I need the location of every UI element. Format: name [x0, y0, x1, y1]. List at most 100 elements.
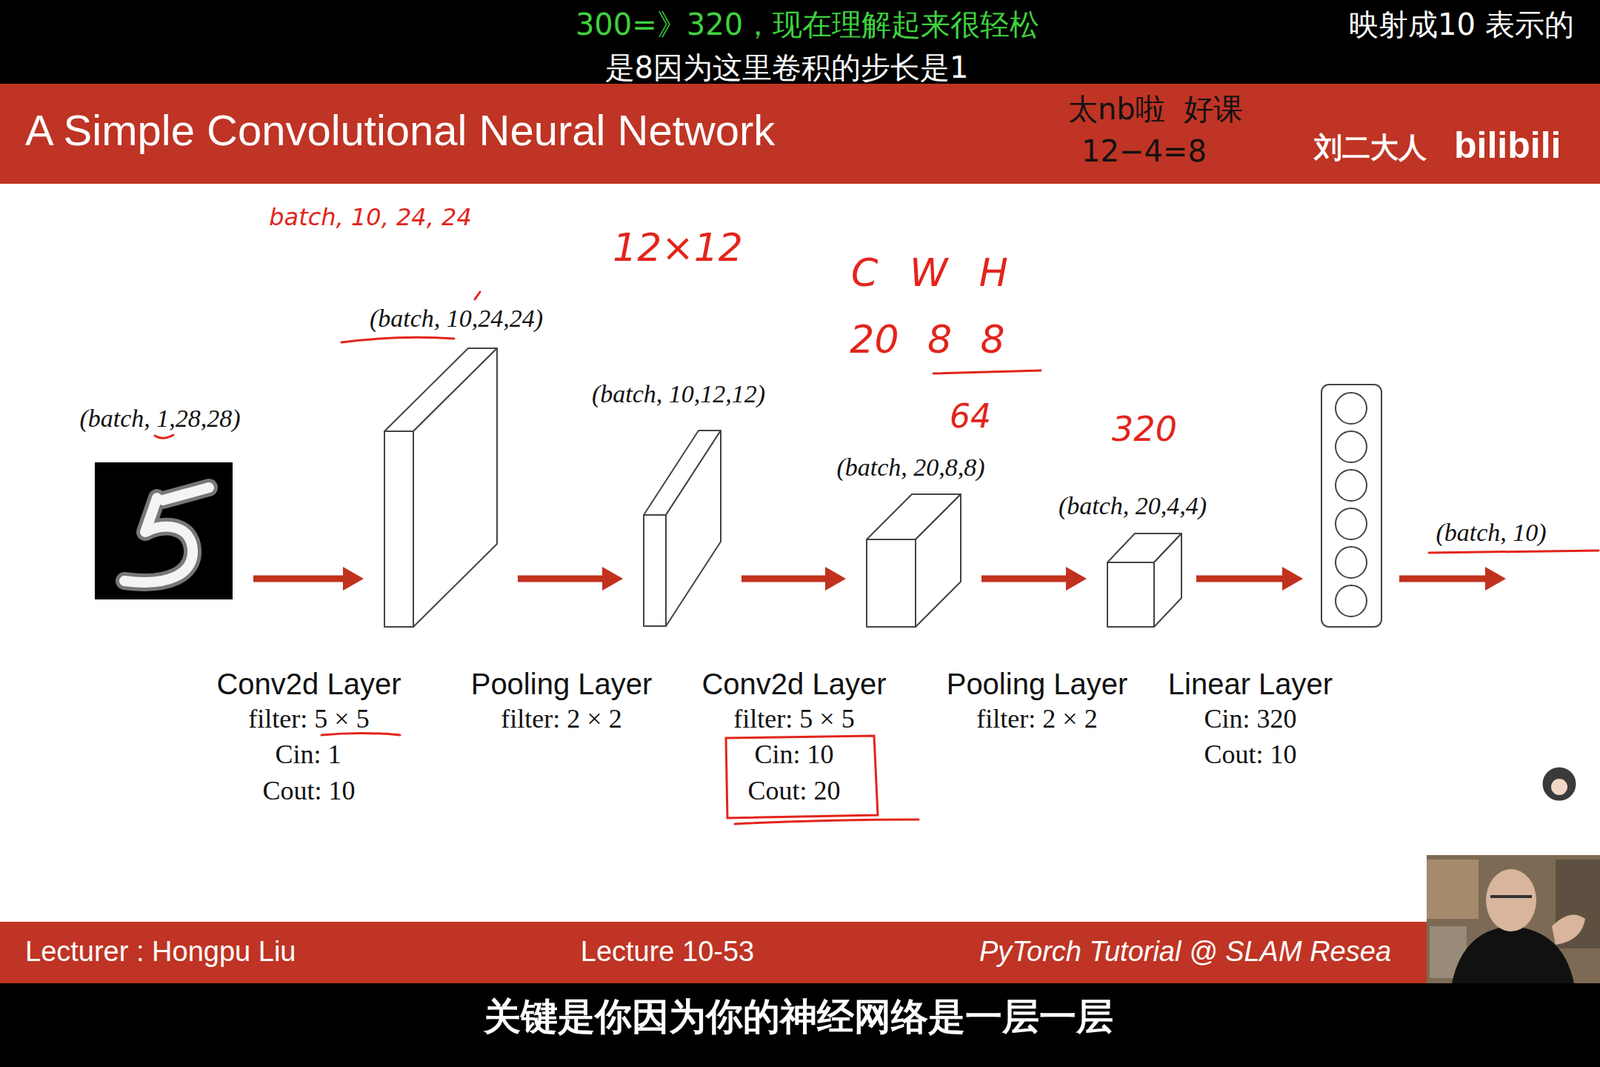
- footer-bar: [0, 921, 1600, 983]
- layer-param: filter: 2 × 2: [500, 703, 622, 735]
- subtitle-bar: [0, 982, 1600, 1067]
- handwritten-note: 20 8 8: [849, 317, 1005, 363]
- ink-underline: [933, 370, 1041, 374]
- block-face: [915, 494, 961, 627]
- arrow-shaft: [741, 575, 827, 583]
- arrow-shaft: [1399, 575, 1487, 583]
- block-face: [866, 539, 916, 627]
- arrow-shaft: [1196, 575, 1284, 583]
- arrow-head: [1485, 566, 1506, 591]
- neuron: [1335, 585, 1367, 617]
- slide-title: A Simple Convolutional Neural Network: [25, 105, 775, 156]
- arrow-head: [1282, 566, 1303, 591]
- block-face: [643, 514, 666, 626]
- webcam-person-glasses: [1490, 894, 1532, 898]
- ink-underline: [1428, 550, 1599, 553]
- video-subtitle: 关键是你因为你的神经网络是一层一层: [483, 995, 1114, 1039]
- block-outline: [384, 348, 498, 627]
- neuron-column-outline: [1321, 384, 1382, 627]
- block-outline: [866, 494, 961, 627]
- webcam-person-head: [1485, 868, 1537, 932]
- digit-image: [94, 462, 233, 600]
- arrow-shaft: [517, 575, 604, 583]
- layer-arrow: [253, 566, 364, 591]
- danmaku-comment: 映射成10 表示的: [1348, 7, 1575, 42]
- feature-map-block: (batch, 10,24,24): [384, 348, 498, 627]
- ink-box: [725, 735, 878, 818]
- block-outline: [1107, 533, 1182, 627]
- arrow-head: [825, 566, 846, 591]
- layer-arrow: [517, 566, 623, 591]
- danmaku-comment: 12−4=8: [1081, 134, 1207, 169]
- layer-arrow: [741, 566, 846, 591]
- tensor-shape: (batch, 10,12,12): [591, 379, 766, 409]
- danmaku-comment: 太nb啦 好课: [1068, 91, 1243, 126]
- layer-name: Linear Layer: [1168, 666, 1333, 701]
- layer-param: Cin: 1: [274, 739, 341, 770]
- handwritten-note: 320: [1111, 409, 1178, 449]
- handwritten-note: 64: [949, 397, 992, 436]
- watermark: bilibili: [1454, 124, 1561, 168]
- input-image: (batch, 1,28,28): [94, 462, 233, 600]
- block-face: [665, 430, 721, 626]
- feature-map-block: (batch, 20,8,8): [866, 494, 961, 627]
- image-ground: [94, 462, 233, 600]
- ink-underline: [734, 819, 919, 824]
- output-neuron-column: [1321, 384, 1382, 627]
- avatar-face: [1551, 778, 1568, 795]
- layer-param: filter: 5 × 5: [733, 703, 855, 735]
- layer-param: filter: 5 × 5: [248, 703, 369, 735]
- layer-name: Pooling Layer: [946, 666, 1129, 701]
- footer-text: Lecture 10-53: [580, 935, 755, 969]
- layer-param: Cin: 10: [754, 739, 834, 770]
- arrow-shaft: [981, 575, 1068, 583]
- title-bar: [0, 83, 1600, 184]
- neuron: [1335, 546, 1367, 578]
- footer-text: PyTorch Tutorial @ SLAM Resea: [979, 935, 1392, 969]
- neuron: [1335, 469, 1367, 501]
- layer-param: Cout: 10: [262, 775, 355, 806]
- digit-stroke: [124, 487, 209, 583]
- tensor-shape: (batch, 20,4,4): [1058, 491, 1207, 520]
- watermark: 刘二大人: [1314, 131, 1427, 165]
- arrow-head: [1065, 566, 1087, 591]
- handwritten-note: C W H: [851, 251, 1009, 296]
- block-face: [384, 431, 414, 627]
- block-outline: [643, 430, 721, 626]
- feature-map-block: (batch, 20,4,4): [1107, 533, 1182, 627]
- footer-text: Lecturer : Hongpu Liu: [25, 935, 296, 969]
- layer-name: Conv2d Layer: [216, 666, 401, 701]
- neuron: [1335, 392, 1367, 424]
- layer-param: Cin: 320: [1203, 703, 1297, 735]
- ink-underline: [341, 337, 455, 343]
- neuron: [1335, 431, 1367, 463]
- digit-stroke-halo: [124, 487, 209, 583]
- tensor-shape: (batch, 10,24,24): [369, 303, 543, 333]
- top-black-bar: [0, 0, 1600, 84]
- handwritten-note: 12×12: [612, 225, 743, 271]
- block-face: [413, 348, 498, 627]
- tensor-shape: (batch, 1,28,28): [79, 403, 240, 433]
- webcam-inset: [1426, 854, 1600, 983]
- layer-arrow: [981, 566, 1087, 591]
- neuron: [1335, 508, 1367, 540]
- layer-param: Cout: 10: [1203, 739, 1297, 770]
- ink-caret: [474, 291, 480, 300]
- handwritten-marks: [154, 291, 1599, 824]
- danmaku-comment: 是8因为这里卷积的步长是1: [605, 50, 969, 85]
- arrow-shaft: [253, 575, 345, 583]
- webcam-person-hand: [1551, 914, 1586, 945]
- arrow-head: [342, 566, 364, 591]
- layer-name: Conv2d Layer: [701, 666, 886, 701]
- tensor-shape: (batch, 20,8,8): [836, 452, 985, 482]
- layer-param: Cout: 20: [747, 775, 840, 806]
- webcam-background: [1426, 854, 1600, 983]
- avatar-circle: [1541, 765, 1578, 802]
- block-face: [1107, 562, 1155, 627]
- layer-param: filter: 2 × 2: [976, 703, 1098, 735]
- danmaku-comment: 300=》320，现在理解起来很轻松: [575, 7, 1040, 42]
- arrow-head: [602, 566, 623, 591]
- ink-tick: [154, 434, 174, 438]
- layer-name: Pooling Layer: [471, 666, 653, 701]
- tensor-shape: (batch, 10): [1435, 517, 1546, 547]
